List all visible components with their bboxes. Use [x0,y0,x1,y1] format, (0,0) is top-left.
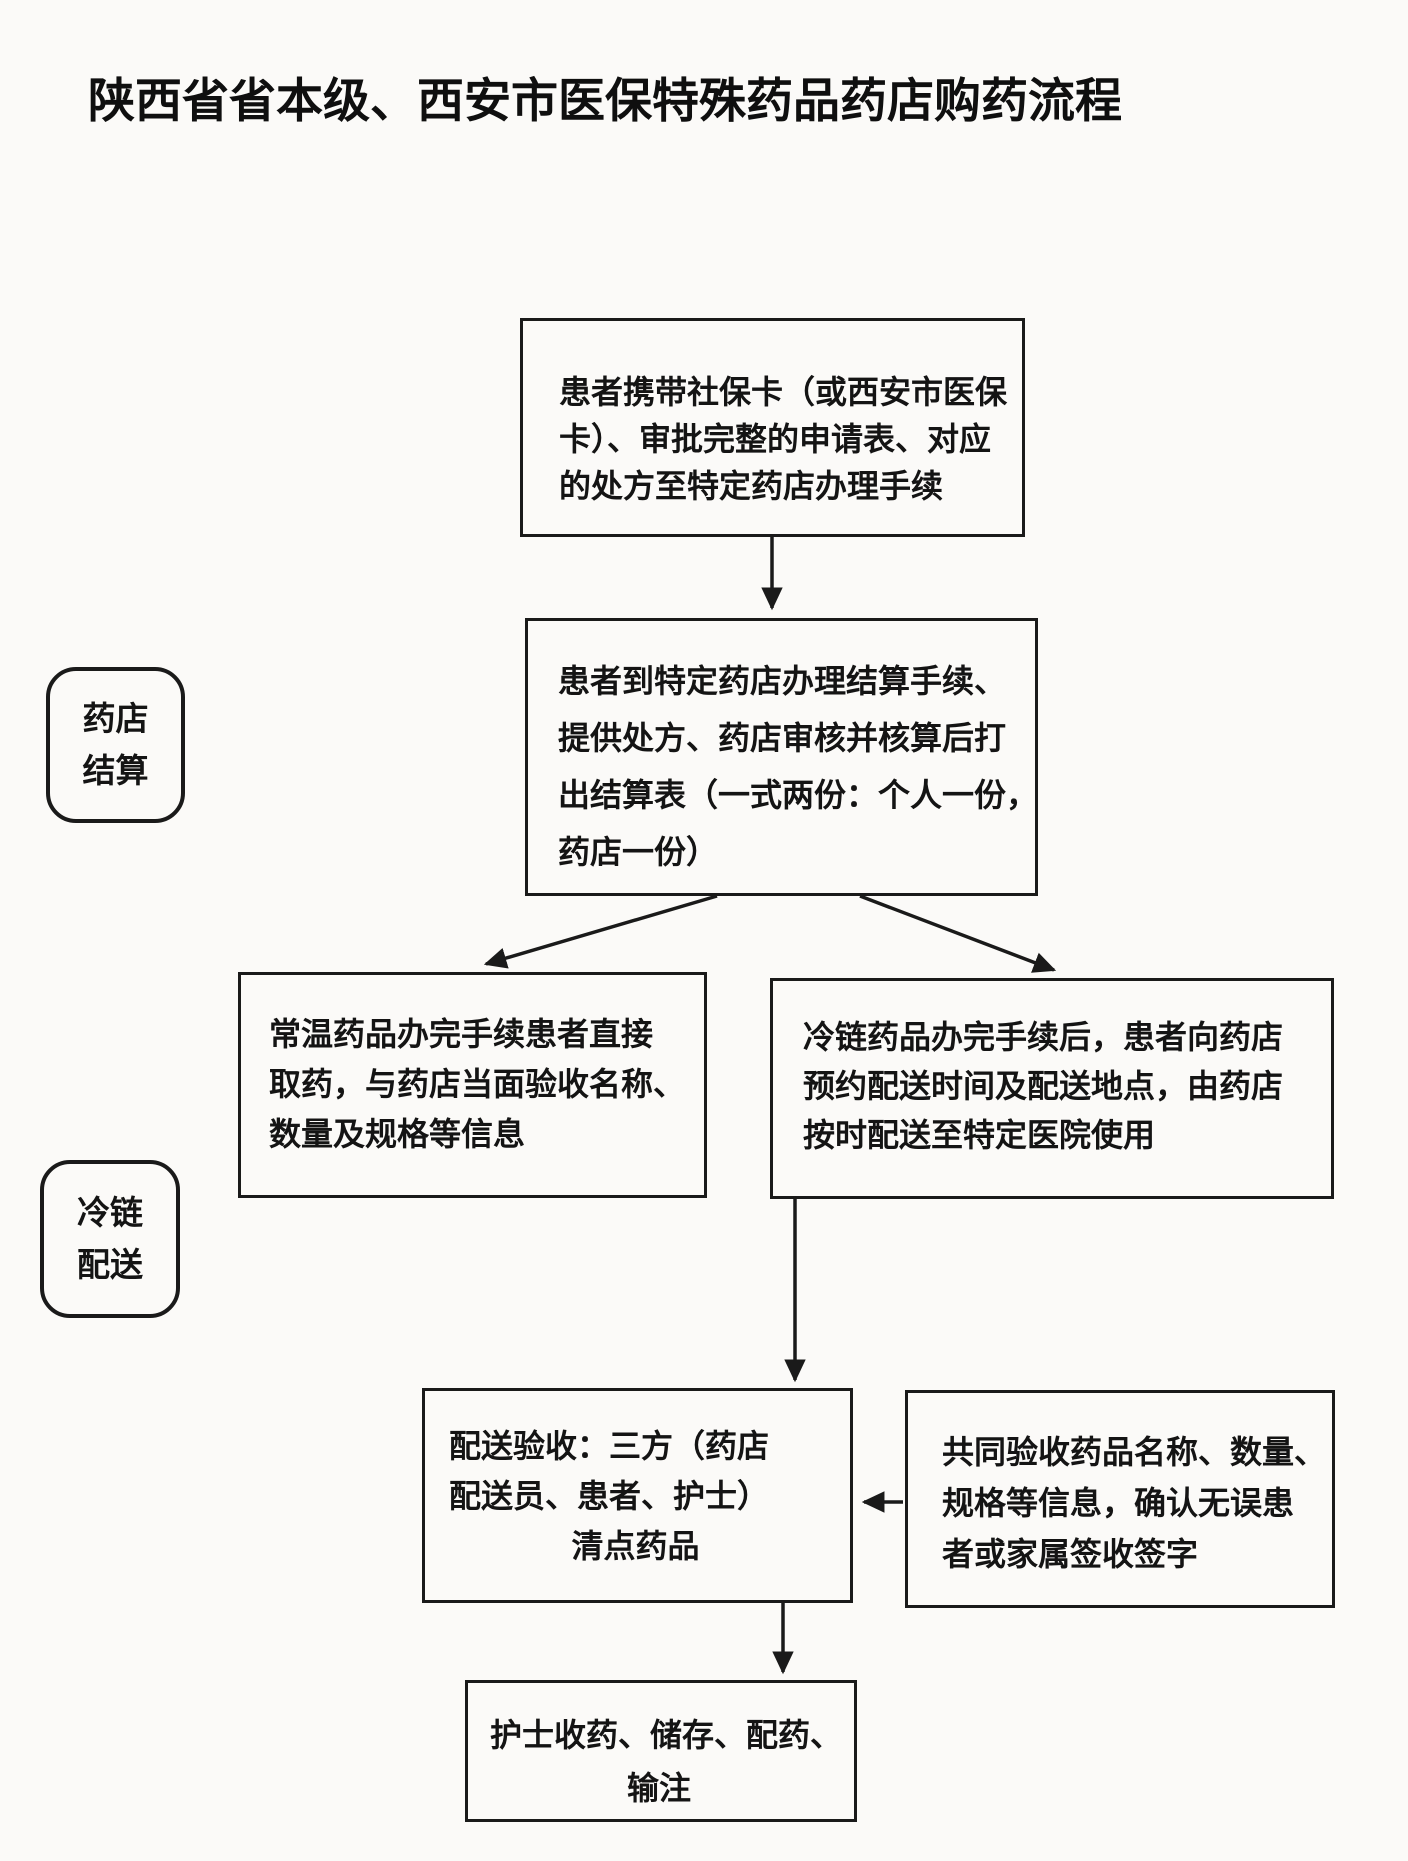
stage-label-pharmacy-settlement: 药店 结算 [46,667,185,823]
stage-label-line: 结算 [82,752,149,789]
flow-box-text-line: 配送员、患者、护士） [449,1478,770,1514]
flow-box-text-line: 输注 [626,1770,691,1806]
stage-label-line: 药店 [82,700,149,737]
stage-label-cold-chain-delivery: 冷链 配送 [40,1160,180,1318]
flow-box-text-line: 规格等信息，确认无误患 [942,1485,1295,1521]
flow-box-bring-documents: 患者携带社保卡（或西安市医保 卡）、审批完整的申请表、对应 的处方至特定药店办理… [520,318,1025,537]
flow-box-text-line: 患者到特定药店办理结算手续、 [558,663,1007,699]
flow-box-text-line: 卡）、审批完整的申请表、对应 [559,421,992,457]
flow-box-joint-check: 共同验收药品名称、数量、 规格等信息，确认无误患 者或家属签收签字 [905,1390,1335,1608]
arrow-settlement-to-cold-chain [859,894,1057,973]
flow-box-text-line: 出结算表（一式两份：个人一份， [558,777,1039,813]
stage-label-line: 配送 [77,1246,143,1283]
flow-box-text-line: 预约配送时间及配送地点，由药店 [803,1068,1284,1104]
flow-box-text-line: 共同验收药品名称、数量、 [942,1434,1327,1470]
flow-box-text-line: 患者携带社保卡（或西安市医保 [559,374,1008,410]
flow-box-text-line: 提供处方、药店审核并核算后打 [558,720,1007,756]
flow-box-settlement: 患者到特定药店办理结算手续、 提供处方、药店审核并核算后打 出结算表（一式两份：… [525,618,1038,896]
flow-box-text-line: 按时配送至特定医院使用 [803,1117,1156,1153]
flow-box-nurse-handling: 护士收药、储存、配药、 输注 [465,1680,857,1822]
flow-box-text-line: 冷链药品办完手续后，患者向药店 [803,1019,1284,1055]
arrow-settlement-to-room-temperature [483,894,718,969]
flow-box-room-temperature-drugs: 常温药品办完手续患者直接 取药，与药店当面验收名称、 数量及规格等信息 [238,972,707,1198]
flow-box-text-line: 数量及规格等信息 [269,1116,526,1152]
flow-box-text-line: 常温药品办完手续患者直接 [269,1016,654,1052]
stage-label-line: 冷链 [77,1194,143,1231]
flow-box-text-line: 配送验收：三方（药店 [449,1428,770,1464]
flow-box-text-line: 清点药品 [571,1528,700,1564]
page-title: 陕西省省本级、西安市医保特殊药品药店购药流程 [88,74,1122,127]
flow-box-text-line: 者或家属签收签字 [942,1536,1199,1572]
flow-box-text-line: 取药，与药店当面验收名称、 [269,1066,686,1102]
flow-box-cold-chain-drugs: 冷链药品办完手续后，患者向药店 预约配送时间及配送地点，由药店 按时配送至特定医… [770,978,1334,1199]
flow-box-delivery-acceptance: 配送验收：三方（药店 配送员、患者、护士） 清点药品 [422,1388,853,1603]
flow-box-text-line: 护士收药、储存、配药、 [490,1717,843,1753]
flow-box-text-line: 的处方至特定药店办理手续 [559,468,944,504]
flow-box-text-line: 药店一份） [558,834,719,870]
